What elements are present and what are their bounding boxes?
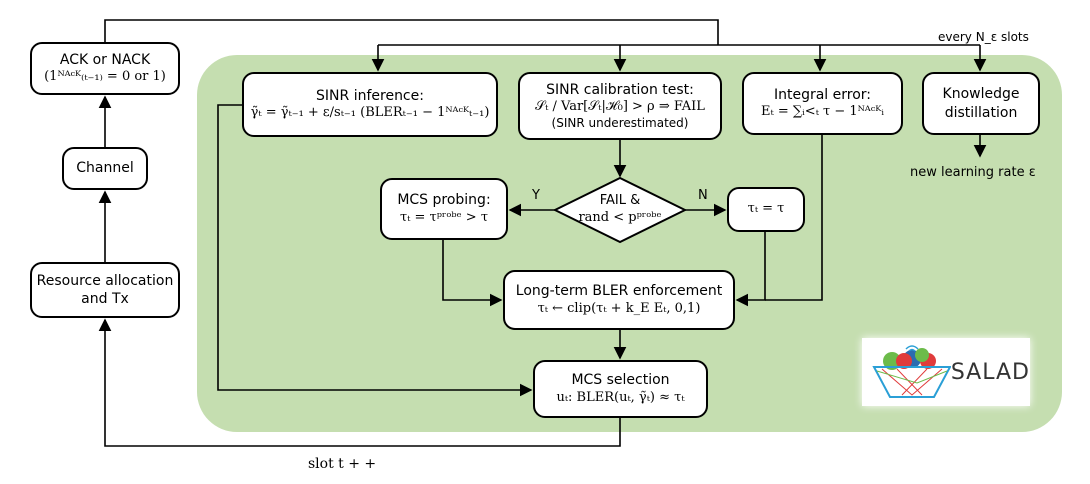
feedback-top-line (104, 19, 719, 45)
probing-title: MCS probing: (397, 192, 491, 209)
calibration-test-box: SINR calibration test: 𝒮ₜ / Var[𝒮ₜ|ℋ₀] >… (518, 72, 722, 140)
mcs-title: MCS selection (571, 372, 670, 389)
calibration-formula: 𝒮ₜ / Var[𝒮ₜ|ℋ₀] > ρ ⇒ FAIL (535, 98, 705, 114)
knowledge-distillation-box: Knowledge distillation (922, 72, 1040, 135)
mcs-formula: uₜ: BLER(uₜ, γ̃ₜ) ≈ τₜ (556, 389, 685, 405)
mcs-probing-box: MCS probing: τₜ = τᵖʳᵒᵇᵉ > τ (380, 178, 508, 240)
bler-enforcement-box: Long-term BLER enforcement τₜ ← clip(τₜ … (503, 270, 735, 330)
sinr-inference-title: SINR inference: (316, 87, 424, 104)
sinr-inference-box: SINR inference: γ̃ₜ = γ̃ₜ₋₁ + ε/sₜ₋₁ (BL… (242, 72, 498, 137)
probing-formula: τₜ = τᵖʳᵒᵇᵉ > τ (399, 209, 489, 225)
ack-formula: (1ᴺᴬᶜᴷ₍ₜ₋₁₎ = 0 or 1) (44, 69, 166, 85)
slot-increment-label: slot t + + (308, 456, 377, 472)
integral-title: Integral error: (773, 86, 872, 103)
channel-title: Channel (76, 160, 134, 177)
integral-formula: Eₜ = ∑ᵢ<ₜ τ − 1ᴺᴬᶜᴷᵢ (761, 104, 884, 120)
calibration-title: SINR calibration test: (546, 81, 694, 98)
sinr-inference-formula: γ̃ₜ = γ̃ₜ₋₁ + ε/sₜ₋₁ (BLERₜ₋₁ − 1ᴺᴬᶜᴷₜ₋₁… (250, 105, 490, 121)
ack-nack-box: ACK or NACK (1ᴺᴬᶜᴷ₍ₜ₋₁₎ = 0 or 1) (30, 42, 180, 95)
decision-line1: FAIL & (599, 193, 641, 209)
tau-default-box: τₜ = τ (727, 187, 805, 232)
resource-allocation-box: Resource allocation and Tx (30, 262, 180, 318)
yes-label: Y (532, 188, 540, 203)
bler-formula: τₜ ← clip(τₜ + k_E Eₜ, 0,1) (537, 300, 701, 316)
no-label: N (698, 188, 708, 203)
bler-title: Long-term BLER enforcement (515, 283, 723, 300)
channel-box: Channel (62, 147, 148, 190)
decision-line2: rand < pᵖʳᵒᵇᵉ (578, 210, 662, 225)
calibration-note: (SINR underestimated) (551, 115, 689, 130)
ack-title: ACK or NACK (59, 51, 151, 68)
mcs-selection-box: MCS selection uₜ: BLER(uₜ, γ̃ₜ) ≈ τₜ (533, 360, 708, 418)
integral-error-box: Integral error: Eₜ = ∑ᵢ<ₜ τ − 1ᴺᴬᶜᴷᵢ (742, 72, 903, 135)
slot-loop-line (98, 318, 621, 447)
decision-diamond (552, 176, 688, 244)
tau-formula: τₜ = τ (747, 201, 785, 217)
salad-logo: SALAD (862, 338, 1030, 406)
knowledge-title: Knowledge distillation (942, 86, 1020, 121)
resource-title: Resource allocation and Tx (36, 272, 174, 307)
salad-logo-text: SALAD (950, 359, 1030, 385)
salad-bowl-icon (872, 345, 951, 398)
new-learning-rate-label: new learning rate ε (910, 165, 1036, 180)
every-n-slots-label: every N_ε slots (938, 30, 1029, 44)
decision-text: FAIL & rand < pᵖʳᵒᵇᵉ (555, 180, 685, 240)
